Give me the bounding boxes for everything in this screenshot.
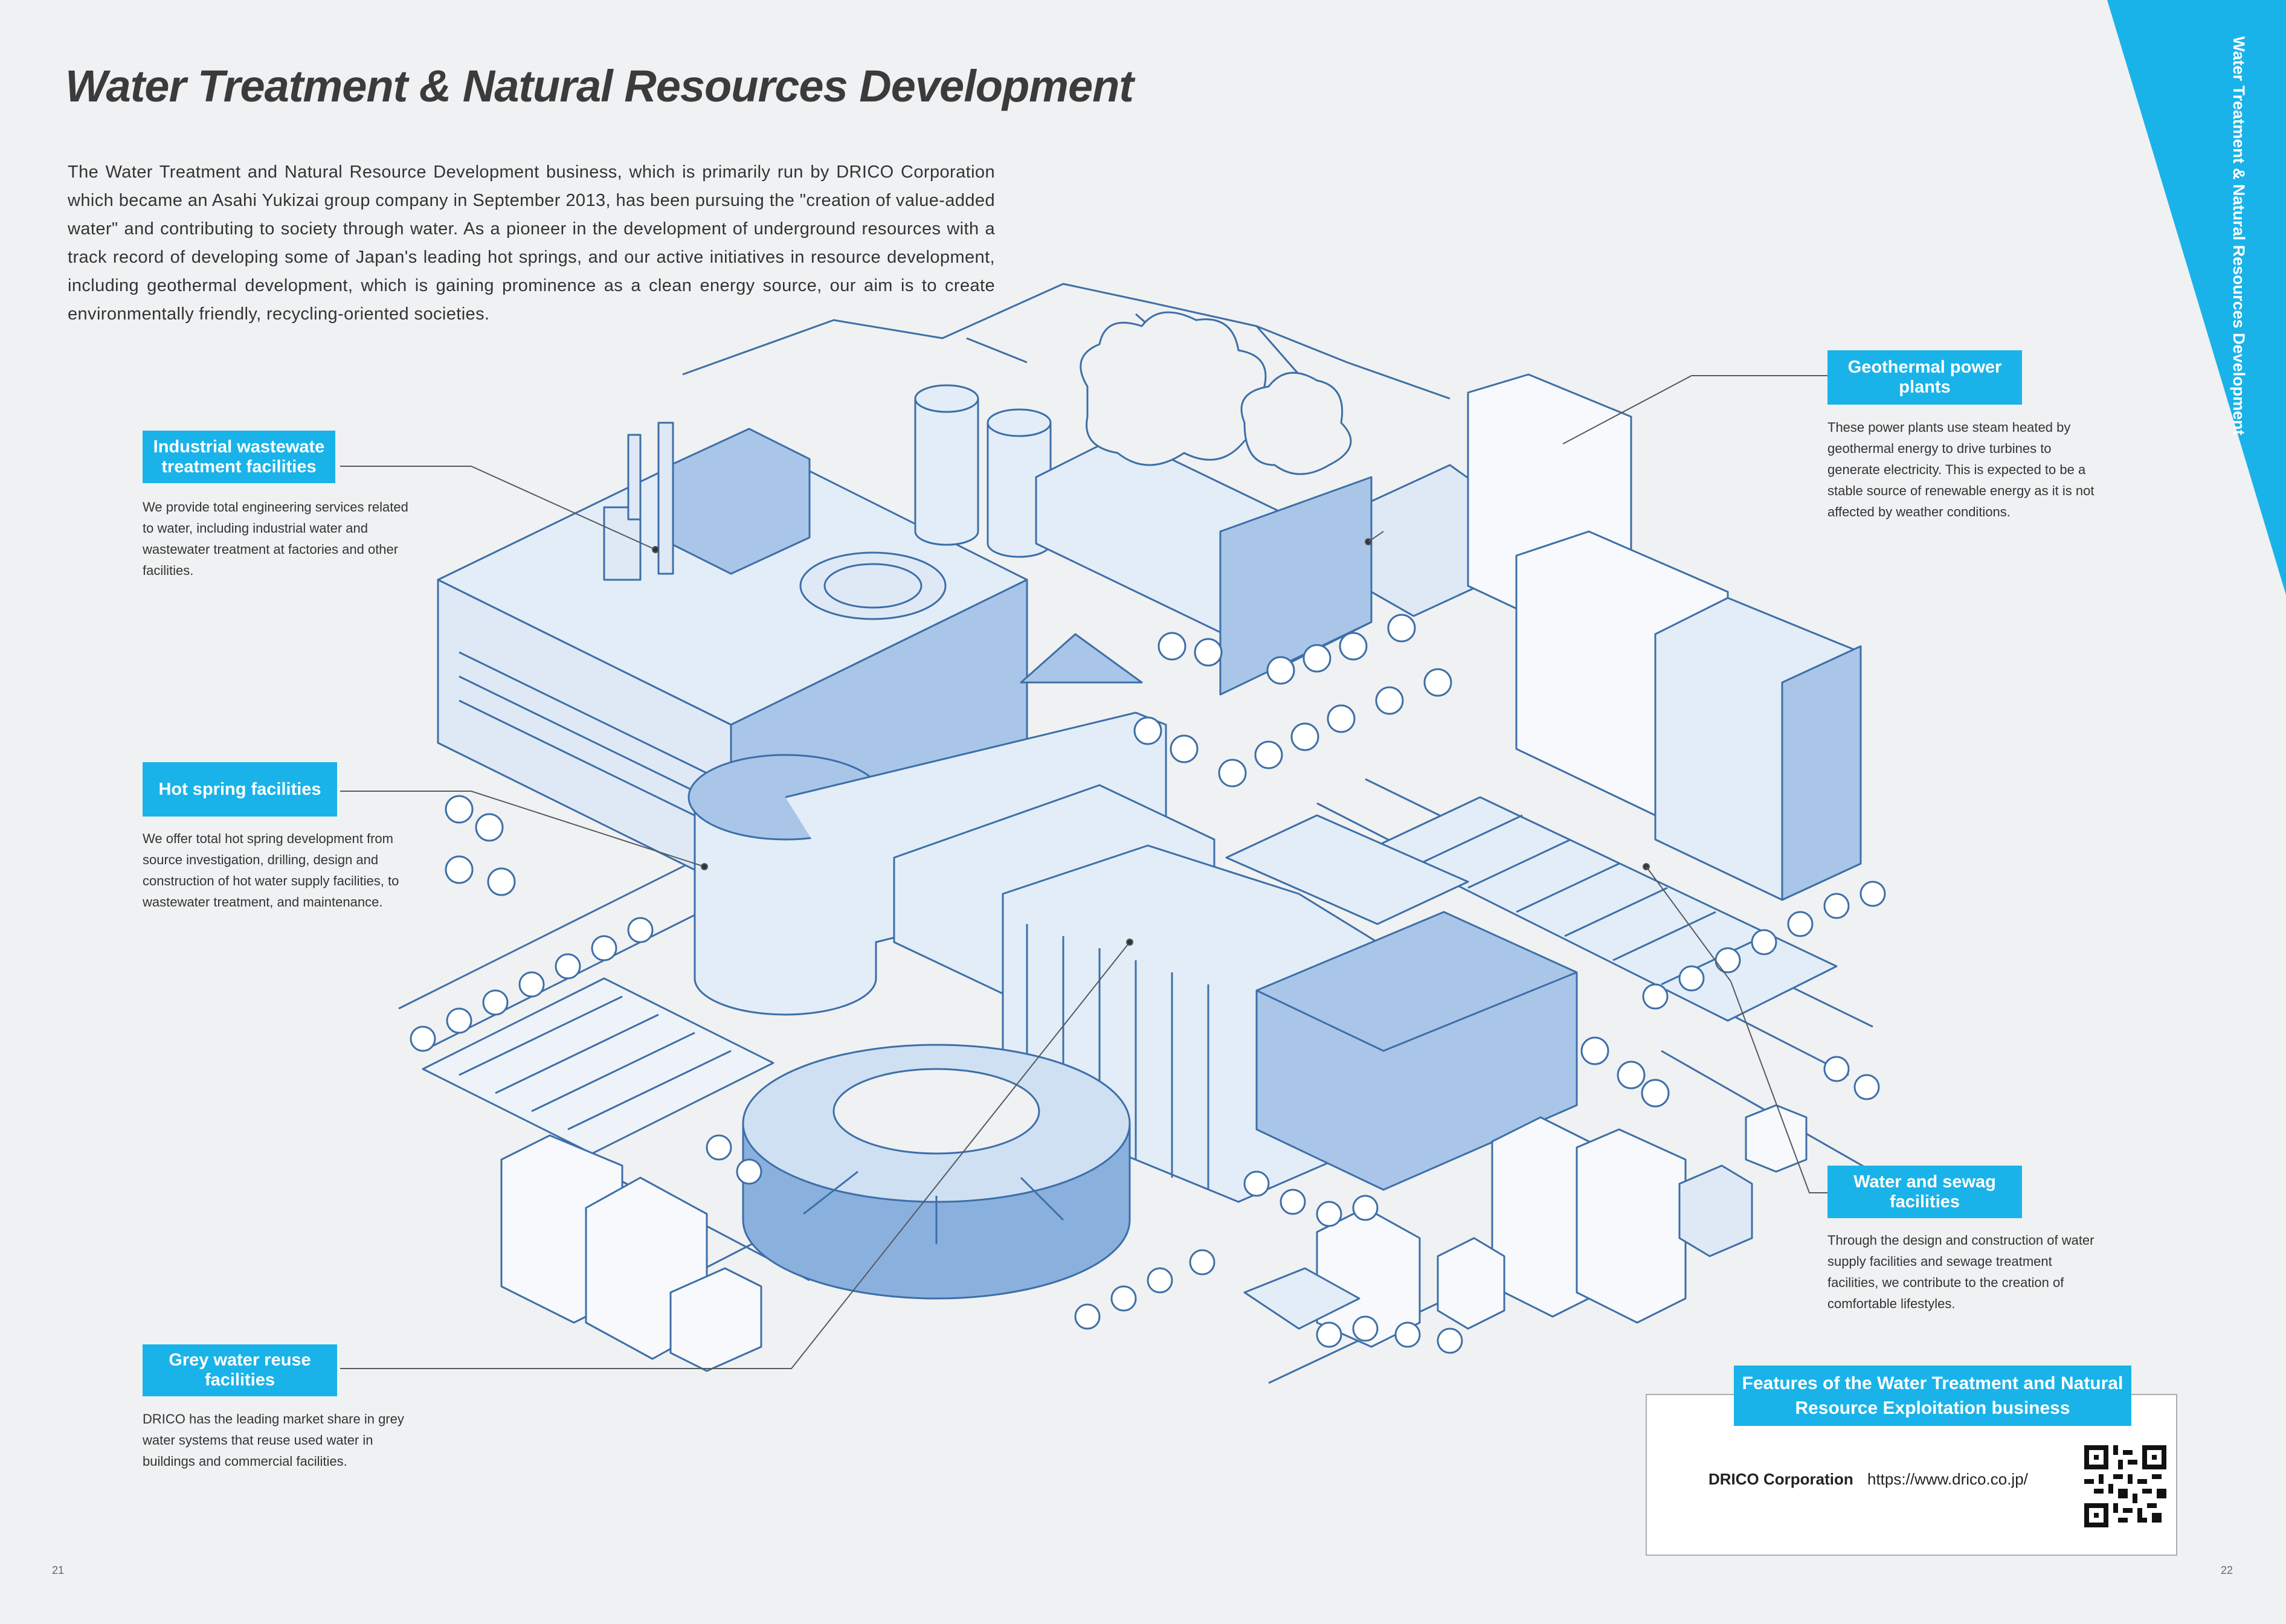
grey-water-plaza: [742, 1044, 1131, 1300]
tag-hot-spring: Hot spring facilities: [143, 762, 337, 817]
tag-geothermal: Geothermal power plants: [1827, 350, 2022, 405]
page-number-left: 21: [52, 1564, 65, 1576]
storage-tanks: [914, 384, 1052, 558]
features-heading: Features of the Water Treatment and Natu…: [1734, 1366, 2131, 1426]
parking-lot: [422, 977, 774, 1155]
desc-grey-water: DRICO has the leading market share in gr…: [143, 1411, 404, 1469]
small-buildings-right: [1243, 1104, 1808, 1348]
desc-geothermal: These power plants use steam heated by g…: [1827, 420, 2094, 519]
desc-hot-spring: We offer total hot spring development fr…: [143, 831, 399, 910]
geothermal-plant: [1035, 311, 1493, 696]
office-towers: [1467, 373, 1862, 901]
small-buildings-left: [500, 1134, 762, 1372]
page-number-right: 22: [2221, 1564, 2233, 1576]
company-name: DRICO Corporation: [1708, 1470, 1853, 1488]
leader-lines: [340, 375, 1827, 1369]
desc-water-sewage: Through the design and construction of w…: [1827, 1233, 2094, 1311]
page-title: Water Treatment & Natural Resources Deve…: [65, 61, 1134, 111]
tag-grey-water: Grey water reuse facilities: [143, 1344, 337, 1396]
company-url-link[interactable]: https://www.drico.co.jp/: [1867, 1470, 2028, 1488]
intro-paragraph: The Water Treatment and Natural Resource…: [68, 162, 995, 324]
trees: [410, 614, 1886, 1354]
mountains: [682, 283, 1450, 400]
desc-industrial-wastewater: We provide total engineering services re…: [143, 499, 408, 578]
tag-water-sewage: Water and sewag facilities: [1827, 1166, 2022, 1218]
tag-industrial-wastewater: Industrial wastewate treatment facilitie…: [143, 431, 335, 483]
qr-code-icon[interactable]: [2084, 1445, 2166, 1527]
corner-section-label: Water Treatment & Natural Resources Deve…: [2230, 36, 2248, 435]
